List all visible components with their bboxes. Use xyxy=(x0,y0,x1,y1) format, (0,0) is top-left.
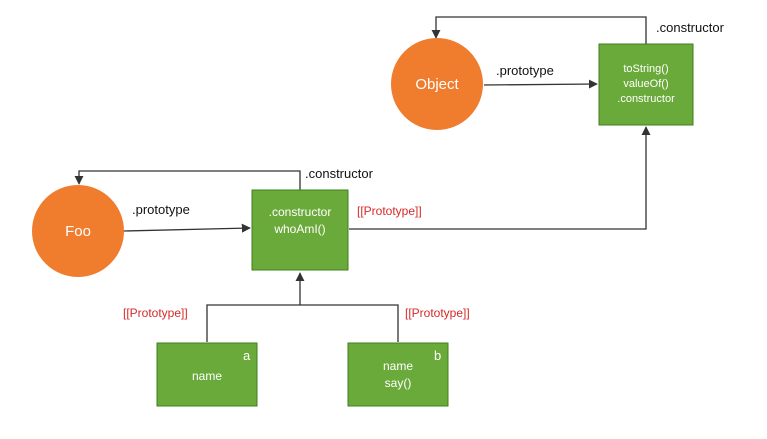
instance-a-line: name xyxy=(192,369,222,383)
foo-prototype-label: .prototype xyxy=(132,202,190,217)
object-proto-line: .constructor xyxy=(617,93,675,105)
foo-constructor-edge xyxy=(74,170,301,190)
foo-constructor-label: .constructor xyxy=(305,166,374,181)
object-prototype-box xyxy=(598,43,694,126)
object-prototype-label: .prototype xyxy=(496,63,554,78)
foo-prototype-box xyxy=(251,189,349,271)
object-proto-line: toString() xyxy=(623,63,668,75)
a-to-foo-proto-edge xyxy=(206,304,300,342)
instance-b-box xyxy=(347,342,449,407)
b-prototype-label: [[Prototype]] xyxy=(405,306,470,320)
object-circle xyxy=(391,38,483,130)
foo-circle-label: Foo xyxy=(65,223,91,240)
instance-a-box xyxy=(156,342,258,407)
object-circle-label: Object xyxy=(415,76,459,93)
b-to-foo-proto-edge xyxy=(300,304,399,342)
a-prototype-label: [[Prototype]] xyxy=(123,306,188,320)
instance-b-line: name xyxy=(383,359,413,373)
foo-proto-line: .constructor xyxy=(269,205,332,219)
object-constructor-edge xyxy=(431,16,647,44)
foo-proto-line: whoAmI() xyxy=(273,222,325,236)
foo-proto-prototype-label: [[Prototype]] xyxy=(357,204,422,218)
foo-proto-to-object-proto-edge xyxy=(349,126,651,230)
object-prototype-edge xyxy=(483,79,598,89)
foo-circle xyxy=(32,185,124,277)
instance-a-corner-label: a xyxy=(243,348,251,363)
instance-b-corner-label: b xyxy=(434,348,441,363)
foo-prototype-edge xyxy=(123,223,251,233)
instance-b-line: say() xyxy=(385,376,412,390)
object-proto-line: valueOf() xyxy=(623,78,668,90)
object-constructor-label: .constructor xyxy=(656,20,725,35)
